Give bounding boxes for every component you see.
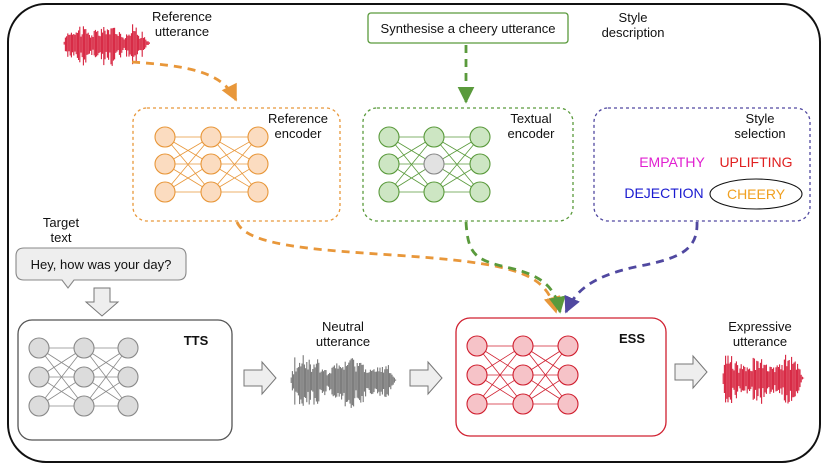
network-node <box>247 126 269 148</box>
tts-to-neutral-arrow <box>243 360 277 396</box>
expressive-utterance-label-1: Expressive <box>728 319 792 334</box>
network-edge <box>476 345 524 405</box>
style-option-uplifting: UPLIFTING <box>719 154 792 170</box>
reference-encoder-network <box>154 126 269 203</box>
neutral-utterance-label-2: utterance <box>316 334 370 349</box>
style-selection-label-2: selection <box>734 126 785 141</box>
network-node <box>512 393 534 415</box>
network-node <box>200 153 222 175</box>
textual-encoder-box <box>362 107 574 222</box>
network-node <box>469 126 491 148</box>
neutral-waveform <box>290 355 397 408</box>
network-node <box>154 126 176 148</box>
network-node <box>117 337 139 359</box>
network-edge <box>164 136 212 193</box>
network-node <box>423 181 445 203</box>
textual-encoder-to-ess-arrow <box>464 221 566 314</box>
network-node <box>200 126 222 148</box>
reference-waveform <box>63 24 150 66</box>
network-node <box>557 393 579 415</box>
network-node <box>28 395 50 417</box>
network-node <box>73 395 95 417</box>
network-node <box>73 337 95 359</box>
network-node <box>423 126 445 148</box>
ess-label: ESS <box>619 331 645 346</box>
network-node <box>28 366 50 388</box>
network-edge <box>83 347 129 407</box>
network-node <box>73 366 95 388</box>
network-node <box>466 335 488 357</box>
network-node <box>466 364 488 386</box>
style-option-empathy: EMPATHY <box>639 154 705 170</box>
down-block-arrow <box>84 287 120 317</box>
style-selection-box <box>593 107 811 222</box>
textual-encoder-label-2: encoder <box>508 126 556 141</box>
network-edge <box>433 136 481 193</box>
expressive-waveform <box>722 354 805 404</box>
tts-label: TTS <box>184 333 209 348</box>
reference-utterance-label-2: utterance <box>155 24 209 39</box>
network-node <box>200 181 222 203</box>
target-text-label-1: Target <box>43 215 80 230</box>
style-prompt-text: Synthesise a cheery utterance <box>381 21 556 36</box>
network-node <box>512 364 534 386</box>
tts-network <box>28 337 139 417</box>
ess-network <box>466 335 579 415</box>
network-node <box>378 181 400 203</box>
style-description-label-2: description <box>602 25 665 40</box>
network-node <box>154 181 176 203</box>
network-edge <box>522 345 569 405</box>
reference-encoder-label-2: encoder <box>275 126 323 141</box>
network-node <box>512 335 534 357</box>
textual-encoder-network <box>378 126 491 203</box>
style-selection-to-ess-arrow <box>564 221 699 314</box>
network-node <box>378 153 400 175</box>
network-node <box>557 364 579 386</box>
reference-wave-to-encoder-arrow <box>131 60 238 102</box>
network-node <box>247 181 269 203</box>
network-node <box>28 337 50 359</box>
network-node <box>117 366 139 388</box>
network-node <box>557 335 579 357</box>
style-option-dejection: DEJECTION <box>624 185 703 201</box>
reference-encoder-to-ess-arrow <box>235 221 561 314</box>
target-text-label-2: text <box>51 230 72 245</box>
target-text-bubble <box>15 247 187 289</box>
network-node <box>466 393 488 415</box>
outer-frame <box>7 3 821 463</box>
network-node <box>154 153 176 175</box>
style-prompt-box <box>367 12 569 44</box>
neutral-utterance-label-1: Neutral <box>322 319 364 334</box>
reference-encoder-box <box>132 107 341 222</box>
network-node <box>423 153 445 175</box>
reference-utterance-label-1: Reference <box>152 9 212 24</box>
network-node <box>247 153 269 175</box>
cheery-selection-ellipse <box>709 178 803 210</box>
network-node <box>469 153 491 175</box>
textual-encoder-label-1: Textual <box>510 111 551 126</box>
network-node <box>117 395 139 417</box>
reference-encoder-label-1: Reference <box>268 111 328 126</box>
target-text-bubble-text: Hey, how was your day? <box>31 257 172 272</box>
network-node <box>378 126 400 148</box>
style-selection-label-1: Style <box>746 111 775 126</box>
expressive-utterance-label-2: utterance <box>733 334 787 349</box>
network-node <box>469 181 491 203</box>
ess-to-expressive-arrow <box>674 354 708 390</box>
network-edge <box>210 136 259 193</box>
neutral-to-ess-arrow <box>409 360 443 396</box>
style-description-label-1: Style <box>619 10 648 25</box>
style-option-cheery: CHEERY <box>727 186 786 202</box>
network-edge <box>38 347 85 407</box>
network-edge <box>388 136 435 193</box>
